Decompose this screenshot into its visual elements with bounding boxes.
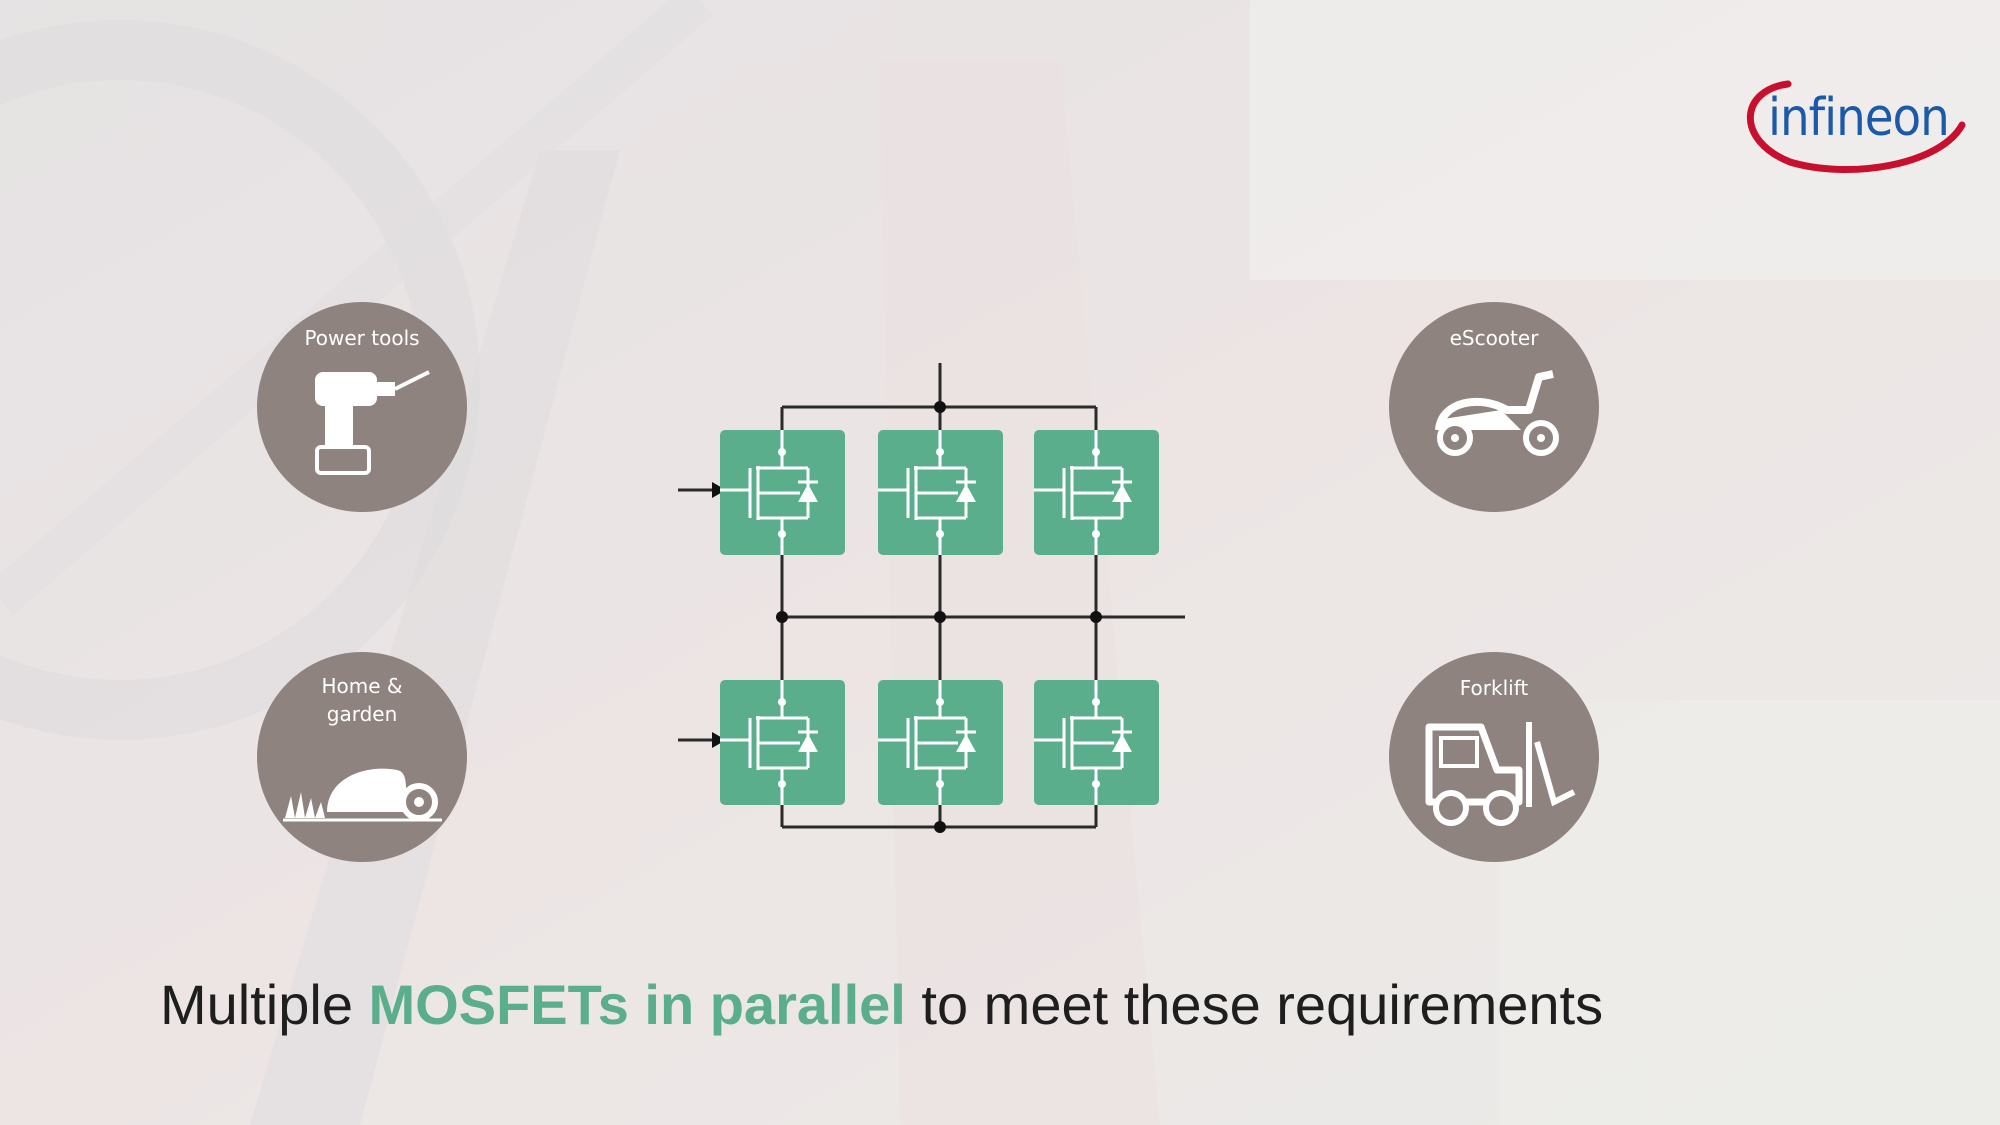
mosfet-low-1	[718, 678, 847, 807]
logo-text: infineon	[1768, 88, 1950, 148]
mosfet-high-3	[1032, 428, 1161, 557]
application-forklift: Forklift	[1389, 652, 1599, 862]
forklift-label: Forklift	[1459, 676, 1529, 700]
application-escooter: eScooter	[1389, 302, 1599, 512]
caption-highlight: MOSFETs in parallel	[368, 973, 906, 1036]
mosfet-bridge-diagram	[678, 363, 1185, 833]
application-home-garden: Home & garden	[257, 652, 467, 862]
home-garden-label: Home & garden	[321, 674, 403, 726]
drill-icon	[315, 370, 430, 475]
caption: Multiple MOSFETs in parallel to meet the…	[160, 972, 1760, 1037]
mosfet-high-2	[876, 428, 1005, 557]
mosfet-low-2	[876, 678, 1005, 807]
forklift-icon	[1425, 722, 1576, 826]
scooter-icon	[1435, 370, 1559, 456]
caption-prefix: Multiple	[160, 973, 369, 1036]
infineon-logo: infineon	[1730, 70, 1970, 180]
mosfet-high-1	[718, 428, 847, 557]
caption-suffix: to meet these requirements	[905, 973, 1604, 1036]
power-tools-label: Power tools	[304, 326, 420, 350]
robot-mower-icon	[283, 768, 442, 822]
logo-swoosh-icon	[1747, 80, 1966, 174]
application-power-tools: Power tools	[257, 302, 467, 512]
mosfet-low-3	[1032, 678, 1161, 807]
escooter-label: eScooter	[1449, 326, 1539, 350]
